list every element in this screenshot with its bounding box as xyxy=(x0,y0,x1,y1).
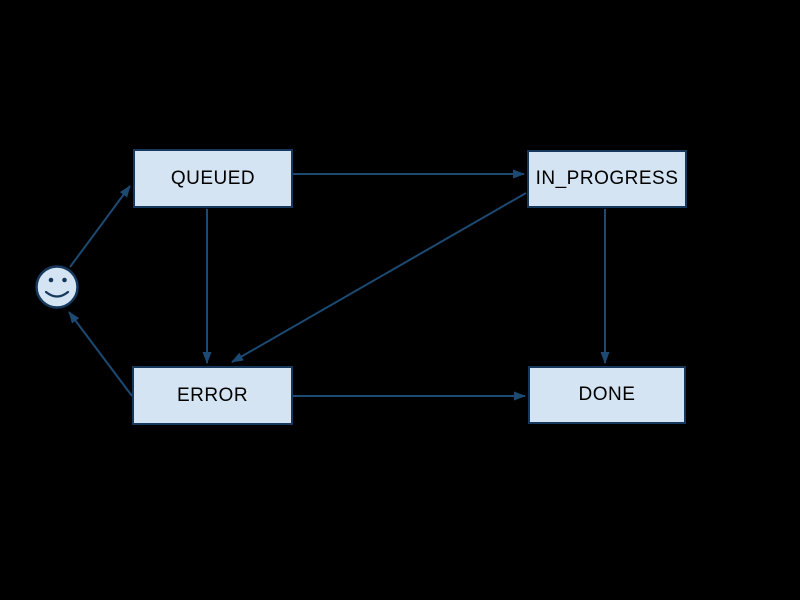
state-node-error: ERROR xyxy=(132,366,293,425)
state-node-queued-label: QUEUED xyxy=(170,167,256,189)
state-node-in-progress-label: IN_PROGRESS xyxy=(535,168,679,189)
edge-in-progress-to-error xyxy=(231,192,527,363)
edge-start-to-queued xyxy=(69,185,131,268)
state-node-in-progress: IN_PROGRESS xyxy=(527,150,687,208)
state-node-error-label: ERROR xyxy=(176,384,249,406)
state-node-done: DONE xyxy=(528,366,686,424)
state-node-done-label: DONE xyxy=(578,384,636,405)
state-node-queued: QUEUED xyxy=(133,149,293,208)
edge-error-to-start xyxy=(68,311,133,397)
start-state-smiley-icon xyxy=(35,265,79,309)
